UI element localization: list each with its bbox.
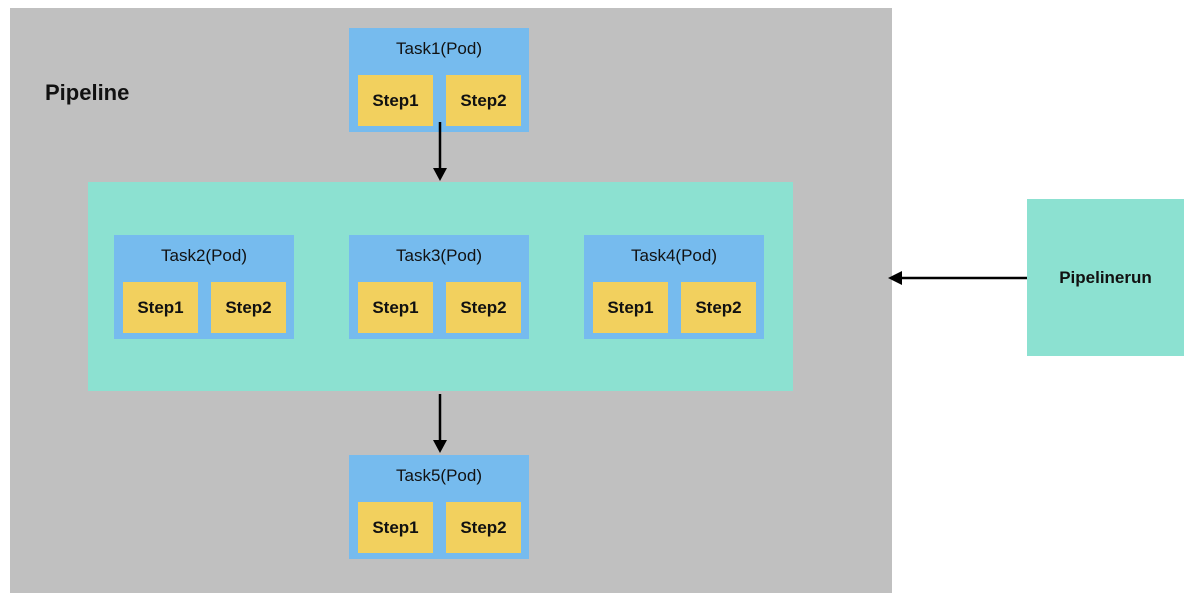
task5-step1: Step1	[358, 502, 433, 553]
task1-box: Task1(Pod) Step1 Step2	[349, 28, 529, 132]
pipeline-title: Pipeline	[45, 80, 130, 105]
arrow-pipelinerun-to-pipeline	[888, 271, 1027, 285]
task2-box: Task2(Pod) Step1 Step2	[114, 235, 294, 339]
task3-step2: Step2	[446, 282, 521, 333]
task2-title: Task2(Pod)	[161, 246, 247, 265]
arrow-task1-to-group	[433, 122, 447, 181]
task5-box: Task5(Pod) Step1 Step2	[349, 455, 529, 559]
task3-box: Task3(Pod) Step1 Step2	[349, 235, 529, 339]
task5-step2: Step2	[446, 502, 521, 553]
pipelinerun-label: Pipelinerun	[1059, 267, 1152, 287]
task4-step1: Step1	[593, 282, 668, 333]
task1-title: Task1(Pod)	[396, 39, 482, 58]
task2-step1: Step1	[123, 282, 198, 333]
task3-title: Task3(Pod)	[396, 246, 482, 265]
task5-title: Task5(Pod)	[396, 466, 482, 485]
task2-step2: Step2	[211, 282, 286, 333]
task1-step1: Step1	[358, 75, 433, 126]
task3-step1: Step1	[358, 282, 433, 333]
task4-title: Task4(Pod)	[631, 246, 717, 265]
arrow-group-to-task5	[433, 394, 447, 453]
task4-step2: Step2	[681, 282, 756, 333]
task1-step2: Step2	[446, 75, 521, 126]
pipelinerun-box: Pipelinerun	[1027, 199, 1184, 356]
task4-box: Task4(Pod) Step1 Step2	[584, 235, 764, 339]
